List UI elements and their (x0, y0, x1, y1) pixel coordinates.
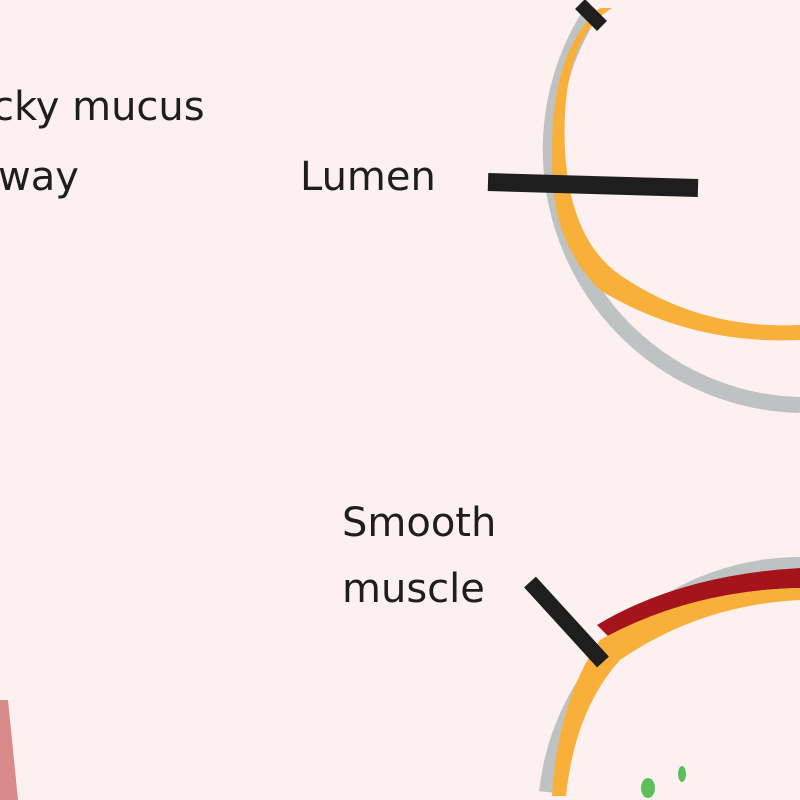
normal-airway (487, 0, 800, 413)
lumen-leader-line (487, 173, 699, 197)
smooth-muscle-label-line1: Smooth (342, 500, 496, 546)
mucus-label-line1: cky mucus (0, 84, 205, 130)
smooth-muscle-leader-line (524, 576, 609, 668)
leader-line-top (575, 0, 607, 31)
tissue-edge (0, 700, 18, 800)
smooth-muscle-band (597, 568, 800, 640)
mucus-layer (552, 588, 800, 796)
smooth-muscle-label-line2: muscle (342, 566, 485, 612)
constricted-airway (524, 557, 800, 798)
mucus-layer (551, 8, 800, 341)
airway-wall (542, 3, 800, 413)
particle (678, 766, 686, 782)
lumen-label: Lumen (300, 154, 436, 200)
particle (641, 778, 655, 798)
mucus-label-line2: way (0, 154, 79, 200)
